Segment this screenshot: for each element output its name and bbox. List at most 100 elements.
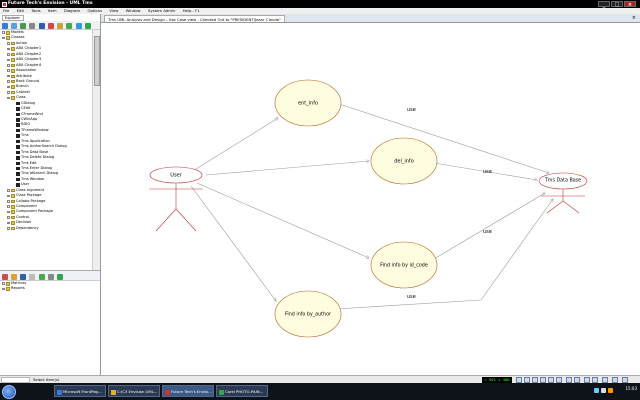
- tree-item[interactable]: ABX Chapter1: [0, 46, 92, 51]
- menu-help[interactable]: Help - F1: [182, 8, 200, 13]
- prev-icon[interactable]: [540, 377, 546, 383]
- actor-user[interactable]: User: [149, 166, 203, 232]
- notification-icon[interactable]: [608, 388, 613, 393]
- add-icon[interactable]: [66, 22, 73, 29]
- last-icon[interactable]: [556, 377, 562, 383]
- tree-item[interactable]: Class argument: [0, 188, 92, 193]
- diagram-canvas[interactable]: use use use use ent_info del_info Find i…: [101, 23, 640, 375]
- expand-icon[interactable]: [7, 64, 10, 67]
- tree-item[interactable]: CFrameWnd: [0, 112, 92, 117]
- expand-icon[interactable]: [7, 205, 10, 208]
- move-icon[interactable]: [75, 22, 82, 29]
- tree-item[interactable]: Back Ground: [0, 79, 92, 84]
- expand-icon[interactable]: [7, 47, 10, 51]
- print-icon[interactable]: [612, 377, 618, 383]
- expand-icon[interactable]: [7, 69, 10, 73]
- tree-item[interactable]: Tms IdSearch Dialog: [0, 171, 92, 176]
- filter-icon[interactable]: [20, 22, 27, 29]
- taskbar-item-envision[interactable]: Future Tech's Envisi...: [162, 385, 214, 397]
- collapse-icon[interactable]: [7, 96, 10, 100]
- tree-item[interactable]: Tms Enter Dialog: [0, 166, 92, 171]
- tree-item[interactable]: Tms Delete Dialog: [0, 155, 92, 160]
- expand-icon[interactable]: [2, 287, 5, 291]
- menu-file[interactable]: File: [3, 8, 10, 13]
- collapse-icon[interactable]: [2, 36, 5, 40]
- actor-tms-data-base[interactable]: Tms Data Base: [538, 172, 588, 214]
- help-icon[interactable]: [622, 377, 628, 383]
- lower-tree-item[interactable]: Reports: [0, 286, 100, 291]
- expand-icon[interactable]: [7, 74, 10, 78]
- tree-item[interactable]: ABX Chapter4: [0, 63, 92, 68]
- tree-item[interactable]: Tms Data Base: [0, 150, 92, 155]
- tree-item[interactable]: Class: [0, 95, 92, 100]
- copy-icon[interactable]: [47, 273, 54, 280]
- first-icon[interactable]: [532, 377, 538, 383]
- close-icon[interactable]: ×: [631, 15, 636, 21]
- assoc-user-del[interactable]: [205, 161, 369, 176]
- expand-icon[interactable]: [7, 91, 10, 94]
- layout-icon[interactable]: [592, 377, 598, 383]
- usecase-del-info[interactable]: del_info: [370, 137, 438, 185]
- add-icon[interactable]: [38, 273, 45, 280]
- zoom-in-icon[interactable]: [516, 377, 522, 383]
- taskbar-item-corel[interactable]: Corel PHOTO-PAIN...: [216, 385, 268, 397]
- properties-icon[interactable]: [29, 273, 36, 280]
- expand-icon[interactable]: [7, 42, 10, 45]
- tree-item[interactable]: Branch: [0, 84, 92, 89]
- tree-item[interactable]: Cabinet: [0, 90, 92, 95]
- tree-item[interactable]: Component: [0, 204, 92, 209]
- network-icon[interactable]: [594, 388, 599, 393]
- menu-view[interactable]: View: [109, 8, 119, 13]
- tree-item[interactable]: Tms Edit: [0, 161, 92, 166]
- tree-item[interactable]: Tms Window: [0, 177, 92, 182]
- zoom-out-icon[interactable]: [524, 377, 530, 383]
- tree-item[interactable]: Component Package: [0, 209, 92, 214]
- assoc-user-fau[interactable]: [190, 185, 276, 301]
- scrollbar-thumb[interactable]: [94, 36, 100, 86]
- tree-item[interactable]: CEdit: [0, 106, 92, 111]
- tree-item[interactable]: Class Package: [0, 193, 92, 198]
- tree-item[interactable]: Tms: [0, 133, 92, 138]
- edit-icon[interactable]: [57, 22, 64, 29]
- tree-item[interactable]: Association: [0, 68, 92, 73]
- tree-item[interactable]: Tms AuthorSearch Dialog: [0, 144, 92, 149]
- tree-item[interactable]: Collabo Package: [0, 199, 92, 204]
- tree-item[interactable]: Action: [0, 41, 92, 46]
- expand-icon[interactable]: [7, 227, 10, 230]
- start-button[interactable]: [2, 385, 16, 399]
- expand-icon[interactable]: [7, 199, 10, 203]
- use-ent-db[interactable]: [335, 102, 549, 173]
- menu-system-admin[interactable]: System Admin: [147, 8, 176, 13]
- up-icon[interactable]: [566, 377, 572, 383]
- lower-tree-item[interactable]: Matrices: [0, 281, 100, 286]
- expand-icon[interactable]: [7, 58, 10, 62]
- expand-icon[interactable]: [2, 282, 5, 285]
- sort-icon[interactable]: [10, 22, 17, 29]
- tree-item[interactable]: RDIO: [0, 122, 92, 127]
- menu-diagram[interactable]: Diagram: [63, 8, 81, 13]
- save-icon[interactable]: [20, 273, 27, 280]
- expand-icon[interactable]: [7, 194, 10, 198]
- document-tab[interactable]: Tms UML Analysis and Design - Use Case v…: [104, 15, 285, 22]
- use-del-db[interactable]: [433, 162, 537, 180]
- expand-icon[interactable]: [7, 210, 10, 214]
- menu-item[interactable]: Item: [47, 8, 57, 13]
- tree-item[interactable]: ABX Chapter2: [0, 52, 92, 57]
- delete-icon[interactable]: [47, 22, 54, 29]
- menu-window[interactable]: Window: [125, 8, 141, 13]
- tree-item[interactable]: Attribute: [0, 74, 92, 79]
- tree-scrollbar[interactable]: [92, 30, 100, 270]
- tree-item[interactable]: TFrameWindow: [0, 128, 92, 133]
- tree-item[interactable]: Control: [0, 215, 92, 220]
- tree-item[interactable]: User: [0, 182, 92, 187]
- properties-icon[interactable]: [29, 22, 36, 29]
- next-icon[interactable]: [548, 377, 554, 383]
- assoc-user-fid[interactable]: [196, 182, 369, 258]
- tree-item[interactable]: CDialog: [0, 101, 92, 106]
- menu-options[interactable]: Options: [87, 8, 103, 13]
- expand-icon[interactable]: [2, 31, 5, 34]
- tree-item[interactable]: CWinApp: [0, 117, 92, 122]
- minimize-button[interactable]: _: [598, 1, 610, 8]
- tree-item[interactable]: Tms Application: [0, 139, 92, 144]
- refresh-icon[interactable]: [57, 273, 64, 280]
